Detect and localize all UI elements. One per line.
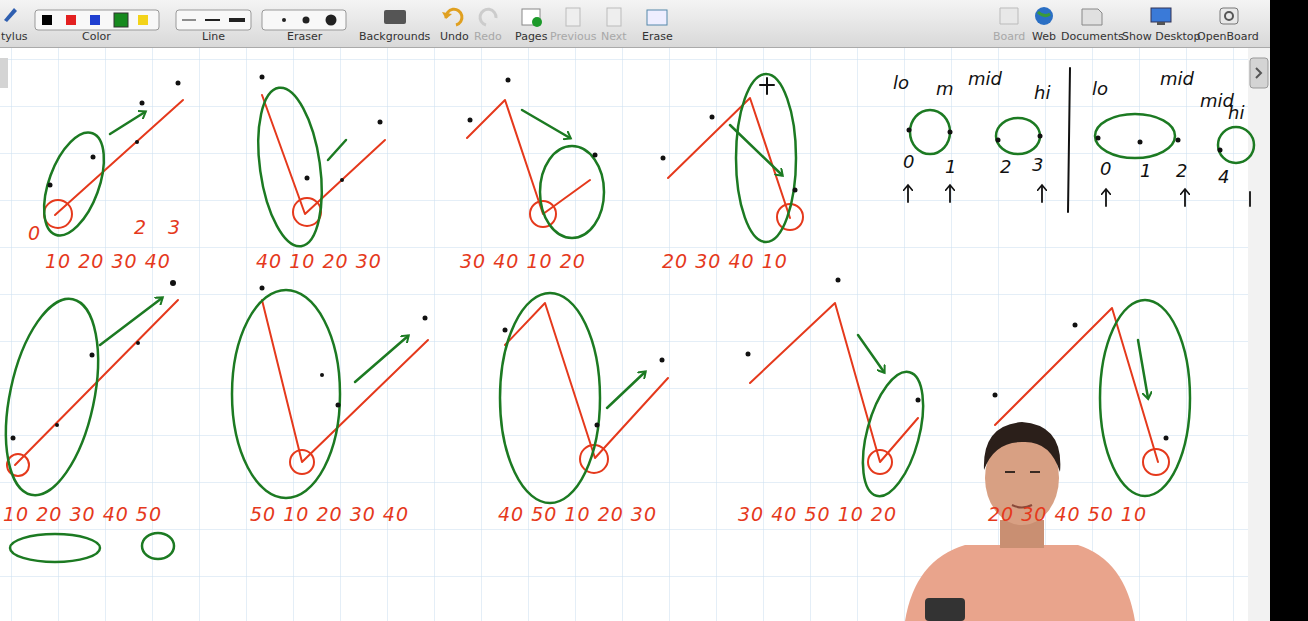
- toolbar-label: Color: [82, 31, 111, 42]
- array-values: 10 20 30 40: [45, 252, 171, 271]
- toolbar-label: tylus: [1, 31, 28, 42]
- toolbar-label: Next: [601, 31, 627, 42]
- array-values: 20 30 40 50 10: [988, 505, 1147, 524]
- pointer-label: mid: [1160, 70, 1194, 88]
- toolbar-label: Previous: [550, 31, 597, 42]
- toolbar-label: Line: [202, 31, 225, 42]
- toolbar-label: OpenBoard: [1197, 31, 1259, 42]
- array-values: 10 20 30 40 50: [3, 505, 162, 524]
- index-number: 2: [134, 218, 147, 237]
- array-values: 40 10 20 30: [256, 252, 382, 271]
- index-number: 2: [1176, 162, 1187, 180]
- array-values: 30 40 10 20: [460, 252, 586, 271]
- index-number: 3: [1032, 156, 1043, 174]
- toolbar-label: Backgrounds: [359, 31, 430, 42]
- index-number: 1: [945, 158, 956, 176]
- pointer-label: lo: [1092, 80, 1108, 98]
- pointer-label: hi: [1034, 84, 1050, 102]
- index-number: 0: [903, 153, 914, 171]
- pointer-label: lo: [893, 74, 909, 92]
- toolbar-label: Show Desktop: [1122, 31, 1201, 42]
- array-values: 50 10 20 30 40: [250, 505, 409, 524]
- index-number: 4: [1218, 168, 1229, 186]
- toolbar-label: Undo: [440, 31, 469, 42]
- pointer-label: mid: [968, 70, 1002, 88]
- toolbar-label: Documents: [1061, 31, 1124, 42]
- toolbar-label: Erase: [642, 31, 673, 42]
- index-number: 0: [1100, 160, 1111, 178]
- toolbar-label: Redo: [474, 31, 502, 42]
- index-number: 0: [28, 224, 41, 243]
- array-values: 20 30 40 10: [662, 252, 788, 271]
- pointer-label: m: [936, 80, 954, 98]
- toolbar-label: Web: [1032, 31, 1056, 42]
- array-values: 30 40 50 10 20: [738, 505, 897, 524]
- pointer-label: hi: [1228, 104, 1244, 122]
- toolbar-label: Eraser: [287, 31, 322, 42]
- index-number: 1: [1140, 162, 1151, 180]
- index-number: 2: [1000, 158, 1011, 176]
- index-number: 3: [168, 218, 181, 237]
- toolbar-label: Board: [993, 31, 1025, 42]
- array-values: 40 50 10 20 30: [498, 505, 657, 524]
- toolbar-label: Pages: [515, 31, 547, 42]
